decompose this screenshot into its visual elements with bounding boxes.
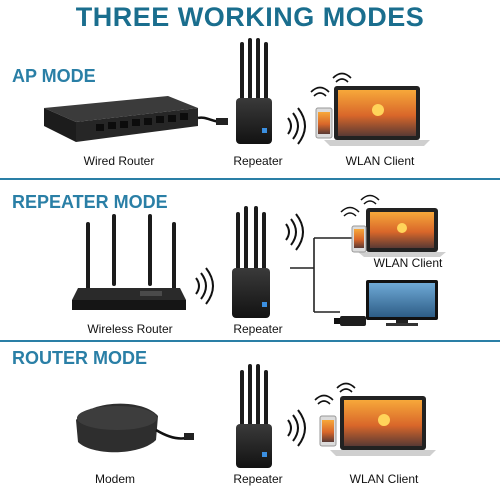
wlan-client-label-3: WLAN Client <box>349 472 419 486</box>
modem-device <box>76 403 194 453</box>
section-divider-1 <box>0 178 500 180</box>
wired-router-device <box>44 96 228 142</box>
repeater-label-3: Repeater <box>233 472 283 486</box>
repeater-device-3 <box>236 364 272 468</box>
wired-router-label: Wired Router <box>83 154 155 168</box>
ap-mode-heading: AP MODE <box>12 66 96 86</box>
repeater-device-2 <box>232 206 270 318</box>
repeater-label-1: Repeater <box>233 154 283 168</box>
wlan-client-3 <box>314 382 436 456</box>
page-title: THREE WORKING MODES <box>75 2 425 32</box>
router-mode-heading: ROUTER MODE <box>12 348 147 368</box>
wlan-client-2 <box>340 194 446 257</box>
repeater-device-1 <box>236 38 272 144</box>
modem-label: Modem <box>94 472 135 486</box>
section-divider-2 <box>0 340 500 342</box>
wlan-client-label-2: WLAN Client <box>373 256 443 270</box>
wireless-router-label: Wireless Router <box>87 322 173 336</box>
wifi-icon-3 <box>285 213 304 251</box>
repeater-label-2: Repeater <box>233 322 283 336</box>
wifi-icon-4 <box>287 409 306 447</box>
wlan-client-1 <box>310 72 430 146</box>
connection-lines <box>290 237 352 313</box>
wifi-icon-1 <box>287 107 306 145</box>
wireless-router-device <box>72 214 186 310</box>
wlan-client-label-1: WLAN Client <box>345 154 415 168</box>
wired-tv-client <box>334 280 438 326</box>
wifi-icon-2 <box>195 267 214 305</box>
repeater-mode-heading: REPEATER MODE <box>12 192 168 212</box>
